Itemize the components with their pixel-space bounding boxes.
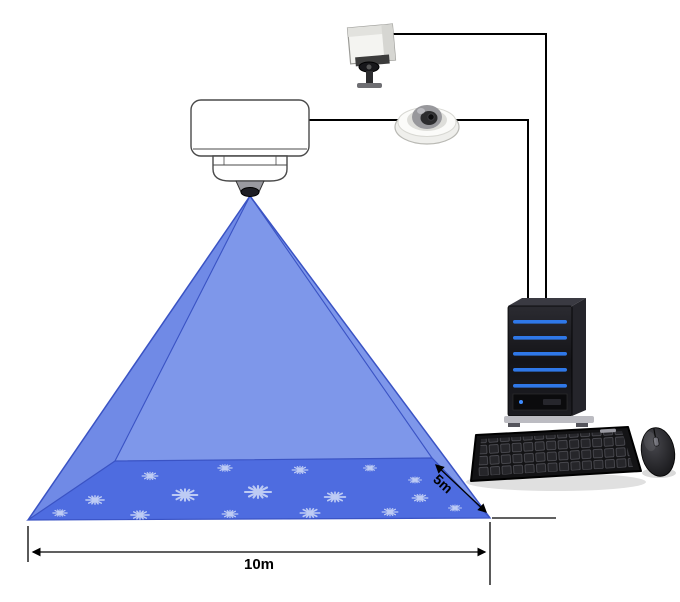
dome-camera-icon	[394, 105, 460, 145]
pc-tower-foot-left	[508, 423, 520, 427]
wire-box-camera-pc	[390, 33, 547, 306]
pc-tower-base	[504, 416, 594, 423]
mouse-scroll-wheel	[652, 436, 660, 447]
keyboard-icon	[466, 426, 646, 491]
keyboard-keys	[478, 431, 633, 476]
pc-tower-icon	[504, 298, 594, 427]
projector-lens	[240, 187, 260, 197]
projector-barrel	[212, 155, 288, 182]
pc-tower-led-stripes	[513, 320, 567, 388]
box-camera-mount	[366, 71, 373, 83]
cone-body	[28, 196, 490, 520]
box-camera-mount-base	[357, 83, 382, 88]
mouse-body	[640, 427, 676, 477]
pc-tower-side	[572, 298, 586, 416]
dim-5m-line	[435, 464, 487, 513]
projector-housing	[190, 99, 310, 157]
projection-cone	[27, 195, 491, 521]
pc-tower-io-panel	[512, 393, 568, 411]
pc-tower-top	[508, 298, 586, 306]
pc-tower-drive-slot	[543, 399, 561, 405]
wire-projector-dome-pc	[306, 119, 529, 306]
keyboard-logo	[599, 428, 616, 433]
cone-edge-back-left	[114, 195, 251, 462]
floor-width-label: 10m	[243, 556, 275, 573]
mouse-icon	[640, 427, 676, 478]
pc-tower-power-led	[519, 400, 523, 404]
cone-edge-back-right	[249, 195, 433, 459]
cone-edge-front-left	[27, 195, 251, 521]
mouse-sheen	[643, 431, 657, 452]
dome-camera-lens	[427, 113, 435, 121]
box-camera-icon	[346, 23, 397, 88]
dome-camera-highlight	[417, 108, 425, 114]
floor-area	[26, 457, 492, 521]
dimensions	[27, 464, 556, 585]
box-camera-lens-glass	[366, 64, 372, 70]
box-camera-body-side-shade	[381, 24, 396, 61]
pc-tower-foot-right	[576, 423, 588, 427]
projector-icon	[190, 99, 310, 197]
wires	[306, 33, 547, 306]
